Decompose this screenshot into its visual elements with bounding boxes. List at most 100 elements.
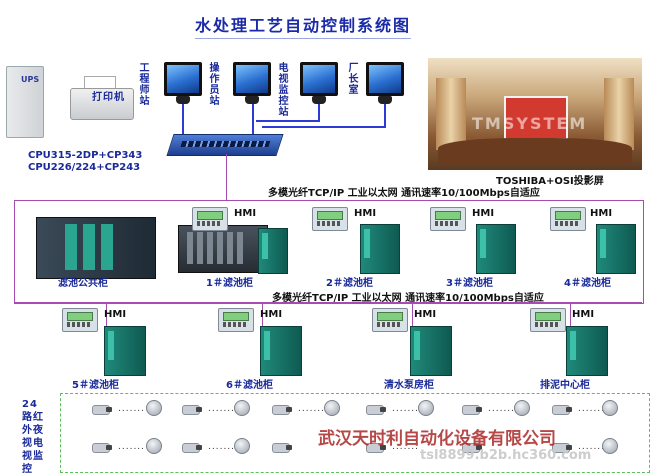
cabinet-label-filter-4: 4＃滤池柜 [564,278,611,289]
ethernet-switch [166,134,284,156]
filter-common-cabinet-rack [36,217,156,279]
cabinet-label-pump-room: 清水泵房柜 [384,380,434,391]
ir-camera-icon [272,440,294,454]
ir-camera-icon [552,402,574,416]
cctv-dots: ....... [298,404,326,414]
ir-camera-icon [272,402,294,416]
cctv-dots: ....... [488,404,516,414]
ir-camera-icon [552,440,574,454]
photo-watermark: TMSYSTEM [472,114,588,133]
station-label-tv-monitor: 电视监控站 [276,62,287,117]
drop-filter-6 [262,302,263,340]
printer-label: 打印机 [92,92,125,103]
monitor-operator-station [233,62,271,104]
drop-filter-5 [106,302,107,340]
hmi-panel-2 [312,207,348,231]
cable-director [384,104,386,128]
cabinet-label-filter-1: 1＃滤池柜 [206,278,253,289]
dome-camera-icon [146,438,162,454]
hmi-panel-6 [218,308,254,332]
ir-camera-icon [366,402,388,416]
cctv-dots: ....... [208,442,236,452]
hmi-panel-1 [192,207,228,231]
switch-uplink [226,154,227,200]
watermark-url: tsl8899.b2b.hc360.com [420,448,592,463]
cctv-label: 24路红外夜视电视监控 [22,399,44,475]
cabinet-label-filter-6: 6＃滤池柜 [226,380,273,391]
ir-camera-icon [462,402,484,416]
watermark-company: 武汉天时利自动化设备有限公司 [318,429,556,449]
hmi-panel-7 [372,308,408,332]
drop-pump-room [412,302,413,340]
ir-camera-icon [366,440,388,454]
cctv-dots: ....... [118,442,146,452]
cctv-dots: ....... [392,442,420,452]
cabinet-label-filter-common: 滤池公共柜 [58,278,108,289]
dome-camera-icon [234,400,250,416]
projection-screen [504,96,568,140]
plc-cabinet-sludge [566,326,608,376]
fiber-ring-row1 [14,200,644,304]
station-label-director: 厂长室 [346,62,357,95]
cctv-dots: ....... [578,442,606,452]
hmi-label-1: HMI [234,208,257,219]
monitor-engineer-station [164,62,202,104]
station-label-engineer: 工程师站 [137,62,148,106]
projector-caption: TOSHIBA+OSI投影屏 [496,176,604,187]
plc-cabinet-pump [410,326,452,376]
fiber-bus-row2 [14,302,642,303]
network2-label: 多模光纤TCP/IP 工业以太网 通讯速率10/100Mbps自适应 [272,293,544,304]
ir-camera-icon [182,440,204,454]
dome-camera-icon [324,400,340,416]
monitor-tv-monitor-station [300,62,338,104]
cable-engineer [182,104,184,136]
dome-camera-icon [602,400,618,416]
printer [70,76,134,122]
hmi-panel-3 [430,207,466,231]
dome-camera-icon [146,400,162,416]
dome-camera-icon [602,438,618,454]
cctv-dots: ....... [392,404,420,414]
cctv-dots: ....... [578,404,606,414]
cctv-dots: ....... [208,404,236,414]
cabinet-label-filter-2: 2＃滤池柜 [326,278,373,289]
dome-camera-icon [234,438,250,454]
cabinet-label-filter-3: 3＃滤池柜 [446,278,493,289]
station-label-operator: 操作员站 [207,62,218,106]
hmi-label-7: HMI [414,309,437,320]
plc-cabinet-2 [360,224,400,274]
printer-body [70,88,134,120]
plc-cabinet-3 [476,224,516,274]
ir-camera-icon [462,440,484,454]
network1-label: 多模光纤TCP/IP 工业以太网 通讯速率10/100Mbps自适应 [268,188,540,199]
hmi-label-8: HMI [572,309,595,320]
ups-unit: UPS [6,66,44,138]
plc-cabinet-1 [258,228,288,274]
monitor-director-office [366,62,404,104]
hmi-panel-8 [530,308,566,332]
plc-cabinet-4 [596,224,636,274]
diagram-title: 水处理工艺自动控制系统图 [195,12,412,39]
hmi-label-5: HMI [104,309,127,320]
cpu-line-1: CPU315-2DP+CP343 [28,150,143,161]
drop-sludge-center [570,302,571,340]
cabinet-label-sludge-center: 排泥中心柜 [540,380,590,391]
dome-camera-icon [514,400,530,416]
cable-tv-horizontal [256,120,320,122]
cpu-line-2: CPU226/224+CP243 [28,162,141,173]
dome-camera-icon [418,400,434,416]
hmi-label-4: HMI [590,208,613,219]
plc-cabinet-5 [104,326,146,376]
hmi-label-6: HMI [260,309,283,320]
ir-camera-icon [92,402,114,416]
ups-label: UPS [21,75,40,84]
hmi-panel-4 [550,207,586,231]
hmi-label-2: HMI [354,208,377,219]
ir-camera-icon [182,402,204,416]
hmi-label-3: HMI [472,208,495,219]
hmi-panel-5 [62,308,98,332]
cable-director-horizontal [262,126,386,128]
cabinet-label-filter-5: 5＃滤池柜 [72,380,119,391]
plc-main [178,225,268,273]
ir-camera-icon [92,440,114,454]
